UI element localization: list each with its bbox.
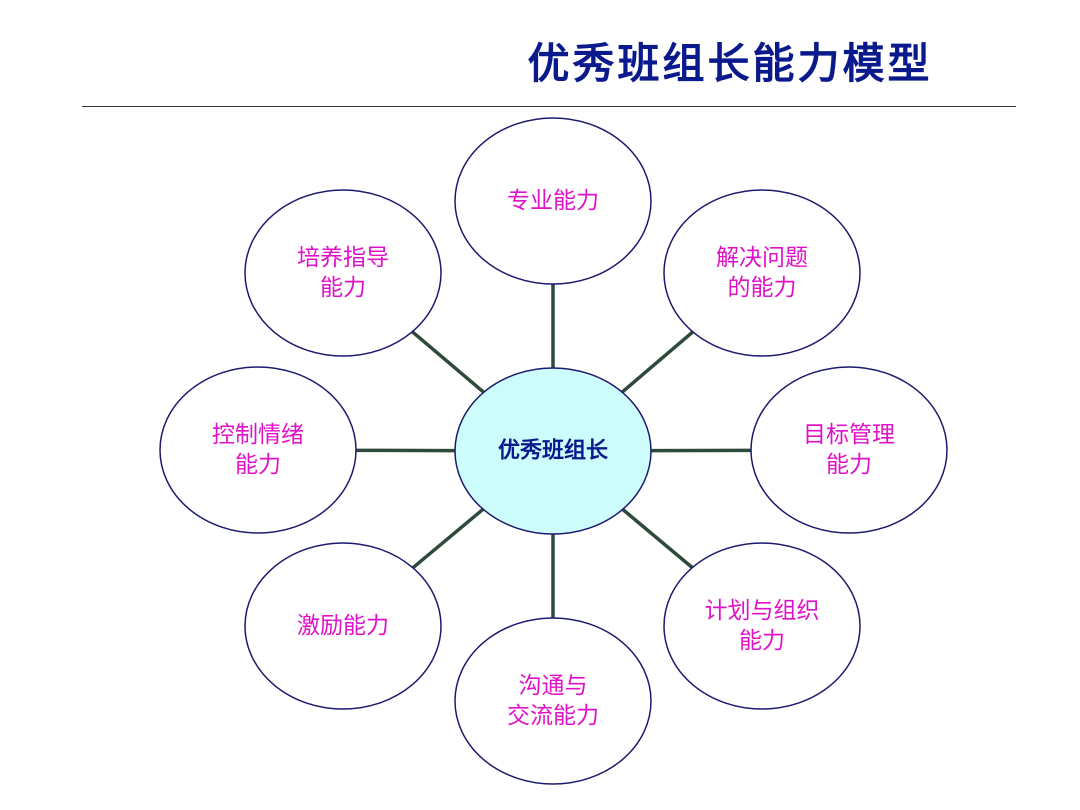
node-ellipse <box>750 366 948 534</box>
node-ellipse <box>663 542 861 710</box>
competency-nodes: 专业能力解决问题的能力目标管理能力计划与组织能力沟通与交流能力激励能力控制情绪能… <box>159 117 948 785</box>
node-label: 激励能力 <box>297 613 389 639</box>
node-label: 控制情绪 <box>212 422 304 448</box>
connectors <box>355 284 752 618</box>
connector-motivation <box>411 507 485 570</box>
node-label: 的能力 <box>728 275 797 301</box>
node-label: 交流能力 <box>507 703 599 729</box>
connector-problem-solving <box>620 330 695 394</box>
node-motivation: 激励能力 <box>244 542 442 710</box>
center-ellipse <box>454 367 652 535</box>
center-label: 优秀班组长 <box>498 438 609 464</box>
node-label: 专业能力 <box>507 188 599 214</box>
node-label: 能力 <box>739 628 785 654</box>
node-label: 培养指导 <box>297 245 389 271</box>
node-label: 能力 <box>826 452 872 478</box>
connector-planning-organizing <box>621 508 694 569</box>
node-ellipse <box>244 189 442 357</box>
node-label: 计划与组织 <box>705 598 820 624</box>
node-label: 能力 <box>235 452 281 478</box>
connector-coaching <box>411 330 485 394</box>
node-professional: 专业能力 <box>454 117 652 285</box>
node-label: 目标管理 <box>803 422 895 448</box>
node-ellipse <box>454 117 652 285</box>
title-divider <box>82 106 1016 107</box>
center-node: 优秀班组长 <box>454 367 652 535</box>
node-label: 解决问题 <box>716 245 808 271</box>
node-ellipse <box>454 617 652 785</box>
node-label: 沟通与 <box>519 673 588 699</box>
node-ellipse <box>663 189 861 357</box>
node-ellipse <box>159 366 357 534</box>
page-title: 优秀班组长能力模型 <box>527 39 933 88</box>
node-label: 能力 <box>320 275 366 301</box>
node-ellipse <box>244 542 442 710</box>
